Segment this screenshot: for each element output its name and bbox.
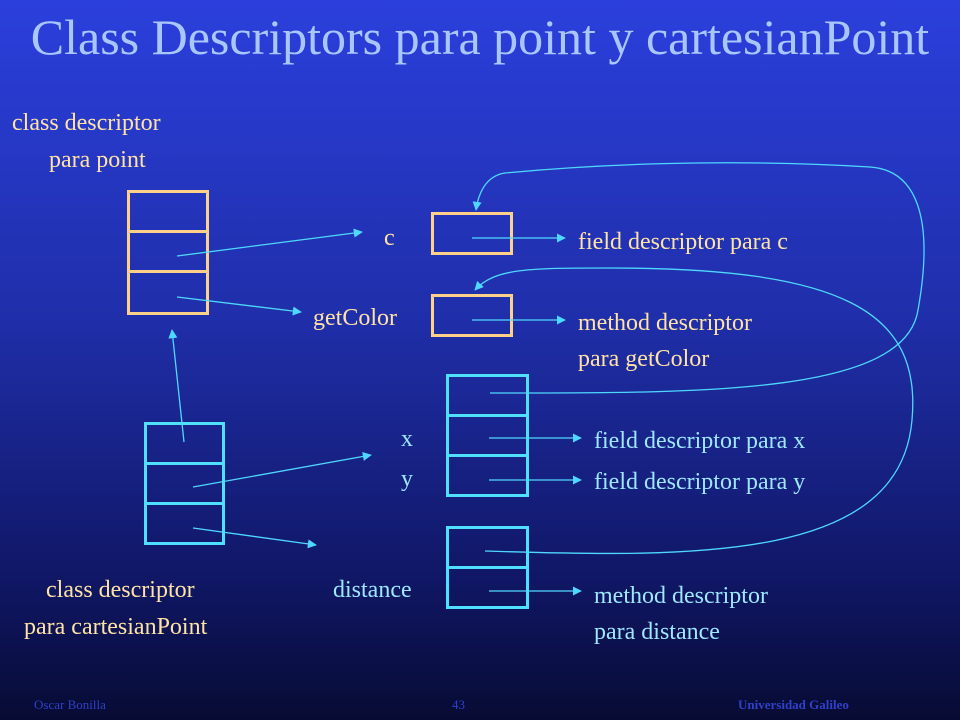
cartesian-field-cell-3 <box>446 454 529 497</box>
curve-cartesian-field-to-c <box>472 162 925 394</box>
point-descriptor-cell-3 <box>127 270 209 315</box>
field-c-label: c <box>384 225 395 251</box>
field-x-label: x <box>401 426 413 452</box>
slide-title: Class Descriptors para point y cartesian… <box>30 9 930 65</box>
cartesian-descriptor-label-line2: para cartesianPoint <box>24 614 208 640</box>
point-descriptor-label-line1: class descriptor <box>12 110 161 136</box>
field-descriptor-c-label: field descriptor para c <box>578 229 788 255</box>
cartesian-descriptor-label-line1: class descriptor <box>46 577 195 603</box>
footer-page-number: 43 <box>452 697 465 712</box>
field-descriptor-y-label: field descriptor para y <box>594 469 806 495</box>
method-descriptor-getcolor-line1: method descriptor <box>578 310 752 336</box>
arrow-point-to-getcolor <box>176 296 302 316</box>
arrow-cartesian-to-distance <box>192 527 317 549</box>
field-entry-c <box>431 212 513 255</box>
point-descriptor-label-line2: para point <box>49 147 146 173</box>
method-entry-getcolor <box>431 294 513 337</box>
method-descriptor-getcolor-line2: para getColor <box>578 346 710 372</box>
curve-distance-to-getcolor <box>474 267 914 555</box>
arrow-cartesian-to-x <box>192 451 372 488</box>
method-getcolor-label: getColor <box>313 305 397 331</box>
cartesian-method-cell-2 <box>446 566 529 609</box>
arrow-point-to-c <box>176 228 363 257</box>
cartesian-descriptor-cell-3 <box>144 502 225 545</box>
field-y-label: y <box>401 466 413 492</box>
method-descriptor-distance-line2: para distance <box>594 619 720 645</box>
arrow-cartesian-to-point <box>168 329 185 443</box>
footer-author: Oscar Bonilla <box>34 697 106 712</box>
method-distance-label: distance <box>333 577 412 603</box>
footer-institution: Universidad Galileo <box>738 697 849 712</box>
method-descriptor-distance-line1: method descriptor <box>594 583 768 609</box>
field-descriptor-x-label: field descriptor para x <box>594 428 806 454</box>
